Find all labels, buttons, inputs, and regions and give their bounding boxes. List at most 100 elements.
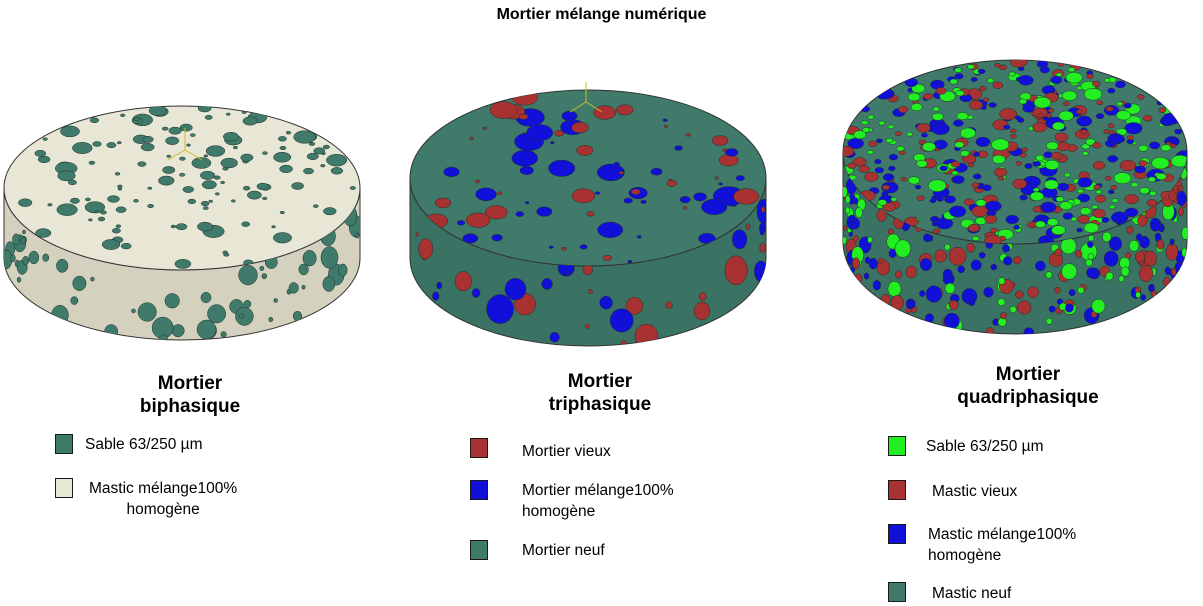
inclusion-dot [168,126,182,135]
inclusion-dot [293,130,316,144]
inclusion-dot [745,223,751,230]
inclusion-dot [934,249,947,263]
cylinder-quadriphasique [828,34,1198,344]
inclusion-dot [158,175,175,186]
inclusion-dot [1079,207,1092,216]
inclusion-dot [1075,109,1083,115]
inclusion-dot [1102,231,1112,243]
inclusion-dot [1115,80,1126,89]
inclusion-dot [1156,172,1167,181]
inclusion-dot [88,218,93,222]
inclusion-dot [1045,317,1053,325]
inclusion-dot [1032,122,1048,133]
cylinder-top-biphasique [3,105,361,271]
inclusion-dot [966,243,976,253]
inclusion-dot [271,225,276,229]
inclusion-dot [1091,298,1106,314]
inclusion-dot [47,203,53,207]
inclusion-dot [1064,303,1074,313]
inclusion-dot [1065,71,1083,84]
inclusion-dot [971,182,980,188]
inclusion-dot [259,265,265,271]
inclusion-dot [956,112,969,121]
inclusion-dot [161,126,169,131]
legend-swatch [470,540,488,560]
inclusion-dot [320,164,326,168]
inclusion-dot [845,195,851,204]
inclusion-dot [1149,141,1161,150]
inclusion-dot [1123,102,1132,109]
inclusion-dot [1085,258,1093,267]
inclusion-dot [273,151,292,163]
inclusion-dot [88,160,96,165]
inclusion-dot [279,164,293,173]
inclusion-dot [22,256,30,266]
inclusion-dot [843,224,848,232]
caption-line2: triphasique [548,394,652,415]
inclusion-dot [967,162,975,168]
inclusion-dot [107,195,120,203]
inclusion-dot [67,179,77,186]
inclusion-dot [881,184,890,191]
inclusion-dot [867,114,875,120]
inclusion-dot [851,217,860,230]
inclusion-dot [101,239,121,250]
inclusion-dot [888,165,896,171]
inclusion-dot [733,188,760,205]
inclusion-dot [164,293,180,309]
inclusion-dot [548,245,554,249]
inclusion-dot [90,276,95,282]
inclusion-dot [860,105,871,113]
inclusion-dot [197,221,214,232]
inclusion-dot [1136,94,1145,100]
inclusion-dot [306,152,319,160]
inclusion-dot [1003,124,1011,130]
inclusion-dot [1146,199,1158,207]
inclusion-dot [277,136,287,142]
inclusion-dot [944,195,956,204]
inclusion-dot [880,293,891,306]
inclusion-dot [898,106,909,113]
inclusion-dot [189,133,196,137]
inclusion-dot [1120,266,1130,277]
inclusion-dot [588,289,594,294]
inclusion-dot [1181,226,1187,240]
inclusion-dot [1112,134,1125,144]
inclusion-dot [1033,187,1040,193]
inclusion-dot [997,277,1006,285]
inclusion-dot [1105,106,1114,112]
inclusion-dot [593,105,617,120]
inclusion-dot [597,163,625,182]
inclusion-dot [256,182,269,190]
caption-line1: Mortier [157,373,223,394]
inclusion-dot [1013,224,1021,230]
inclusion-dot [1063,101,1070,106]
inclusion-dot [599,295,613,310]
inclusion-dot [1176,190,1187,207]
inclusion-dot [1052,121,1065,131]
inclusion-dot [868,257,878,270]
inclusion-dot [456,220,466,226]
inclusion-dot [666,180,678,187]
inclusion-dot [57,170,76,182]
inclusion-dot [1108,204,1116,210]
inclusion-dot [759,242,766,254]
inclusion-dot [594,191,601,195]
inclusion-dot [1125,251,1132,259]
inclusion-dot [1044,179,1059,190]
inclusion-dot [864,171,879,182]
legend-label: Mastic neuf [932,585,1012,602]
inclusion-dot [1103,78,1111,83]
inclusion-dot [904,77,918,87]
inclusion-dot [990,263,998,271]
inclusion-dot [1077,215,1090,224]
inclusion-dot [1000,312,1008,320]
inclusion-dot [1002,244,1011,253]
inclusion-dot [85,197,91,202]
inclusion-dot [894,239,911,258]
inclusion-dot [94,210,99,214]
inclusion-dot [1134,165,1146,174]
inclusion-dot [486,294,514,324]
inclusion-dot [322,144,330,150]
inclusion-dot [890,295,904,311]
